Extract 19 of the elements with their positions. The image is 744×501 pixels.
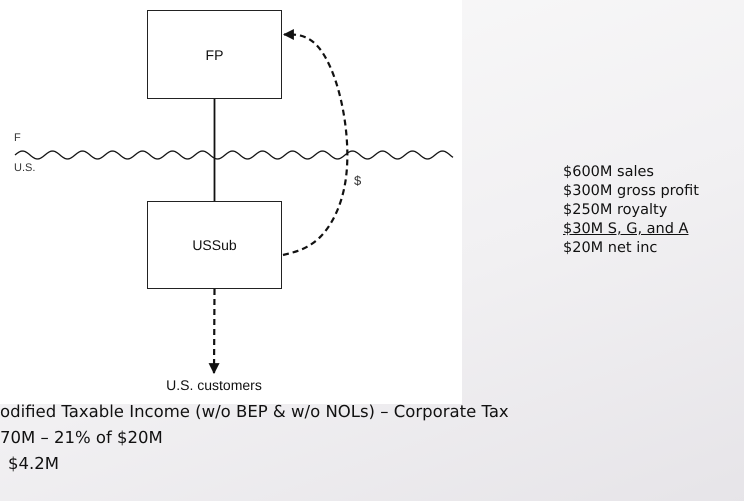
arrow [208, 289, 220, 374]
edge-label: $ [353, 173, 362, 188]
figure-line: $20M net inc [563, 240, 658, 256]
region-label: F [14, 132, 21, 144]
figure-line: $250M royalty [563, 202, 668, 218]
figure-line: $600M sales [563, 164, 654, 180]
formula-line: $4.2M [8, 454, 59, 473]
connector-line [214, 99, 216, 201]
arrow [282, 29, 348, 256]
entity-box [147, 10, 282, 99]
target-label: U.S. customers [150, 375, 278, 395]
figure-line: $30M S, G, and A [563, 221, 688, 237]
entity-name: FP [206, 46, 224, 62]
figure-line: $300M gross profit [563, 183, 699, 199]
entity-name: USSub [192, 237, 237, 253]
formula-line: odified Taxable Income (w/o BEP & w/o NOLs) – Corporate Tax [0, 402, 509, 421]
region-label: U.S. [14, 162, 36, 174]
entity-box [147, 201, 282, 289]
formula-line: 70M – 21% of $20M [0, 428, 163, 447]
